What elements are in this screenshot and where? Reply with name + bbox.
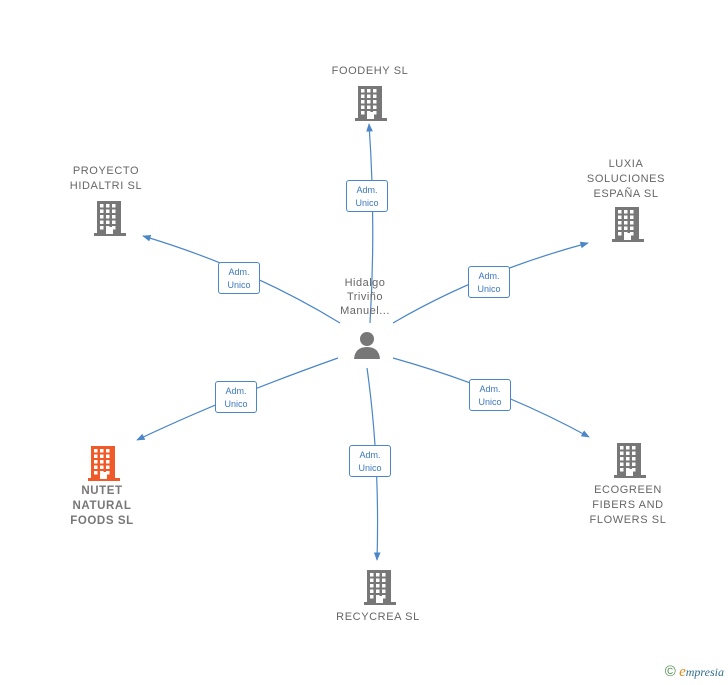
relation-badge-recycrea[interactable]: Adm. Unico bbox=[349, 445, 391, 477]
relation-badge-line-1: Adm. bbox=[359, 450, 381, 460]
company-label-luxia[interactable]: LUXIA SOLUCIONES ESPAÑA SL bbox=[586, 158, 666, 200]
building-icon[interactable] bbox=[614, 442, 646, 483]
company-label-foodehy[interactable]: FOODEHY SL bbox=[331, 65, 409, 77]
relation-badge-line-2: Unico bbox=[478, 397, 502, 407]
relation-badge-luxia[interactable]: Adm. Unico bbox=[468, 266, 510, 298]
person-label[interactable]: Hidalgo Triviño Manuel... bbox=[320, 276, 410, 318]
relation-badge-line-2: Unico bbox=[358, 463, 382, 473]
relation-badge-ecogreen[interactable]: Adm. Unico bbox=[469, 379, 511, 411]
relation-badge-line-1: Adm. bbox=[356, 185, 378, 195]
building-icon[interactable] bbox=[364, 569, 396, 610]
company-label-recycrea[interactable]: RECYCREA SL bbox=[336, 611, 420, 623]
building-icon[interactable] bbox=[88, 445, 120, 486]
copyright-symbol: © bbox=[664, 663, 676, 680]
brand-logo-e: e bbox=[679, 664, 686, 680]
relation-badge-line-2: Unico bbox=[355, 198, 379, 208]
person-name-line-2: Triviño bbox=[346, 291, 384, 303]
building-icon[interactable] bbox=[612, 206, 644, 247]
company-label-nutet[interactable]: NUTET NATURAL FOODS SL bbox=[70, 485, 134, 527]
relation-badge-proyecto[interactable]: Adm. Unico bbox=[218, 262, 260, 294]
relation-badge-line-1: Adm. bbox=[228, 267, 250, 277]
relation-badge-nutet[interactable]: Adm. Unico bbox=[215, 381, 257, 413]
brand-logo-text: mpresia bbox=[685, 665, 724, 679]
relation-badge-line-1: Adm. bbox=[225, 386, 247, 396]
person-name-line-3: Manuel... bbox=[340, 305, 390, 317]
person-icon[interactable] bbox=[352, 330, 382, 360]
relation-badge-foodehy[interactable]: Adm. Unico bbox=[346, 180, 388, 212]
company-label-proyecto[interactable]: PROYECTO HIDALTRI SL bbox=[69, 165, 143, 192]
relation-badge-line-1: Adm. bbox=[479, 384, 501, 394]
company-label-ecogreen[interactable]: ECOGREEN FIBERS AND FLOWERS SL bbox=[589, 484, 667, 526]
relation-badge-line-2: Unico bbox=[477, 284, 501, 294]
relation-badge-line-2: Unico bbox=[224, 399, 248, 409]
building-icon[interactable] bbox=[355, 85, 387, 126]
building-icon[interactable] bbox=[94, 200, 126, 241]
edge-foodehy bbox=[366, 123, 374, 324]
brand-logo[interactable]: © empresia bbox=[665, 663, 724, 681]
person-name-line-1: Hidalgo bbox=[344, 277, 386, 289]
relation-badge-line-2: Unico bbox=[227, 280, 251, 290]
relation-badge-line-1: Adm. bbox=[478, 271, 500, 281]
